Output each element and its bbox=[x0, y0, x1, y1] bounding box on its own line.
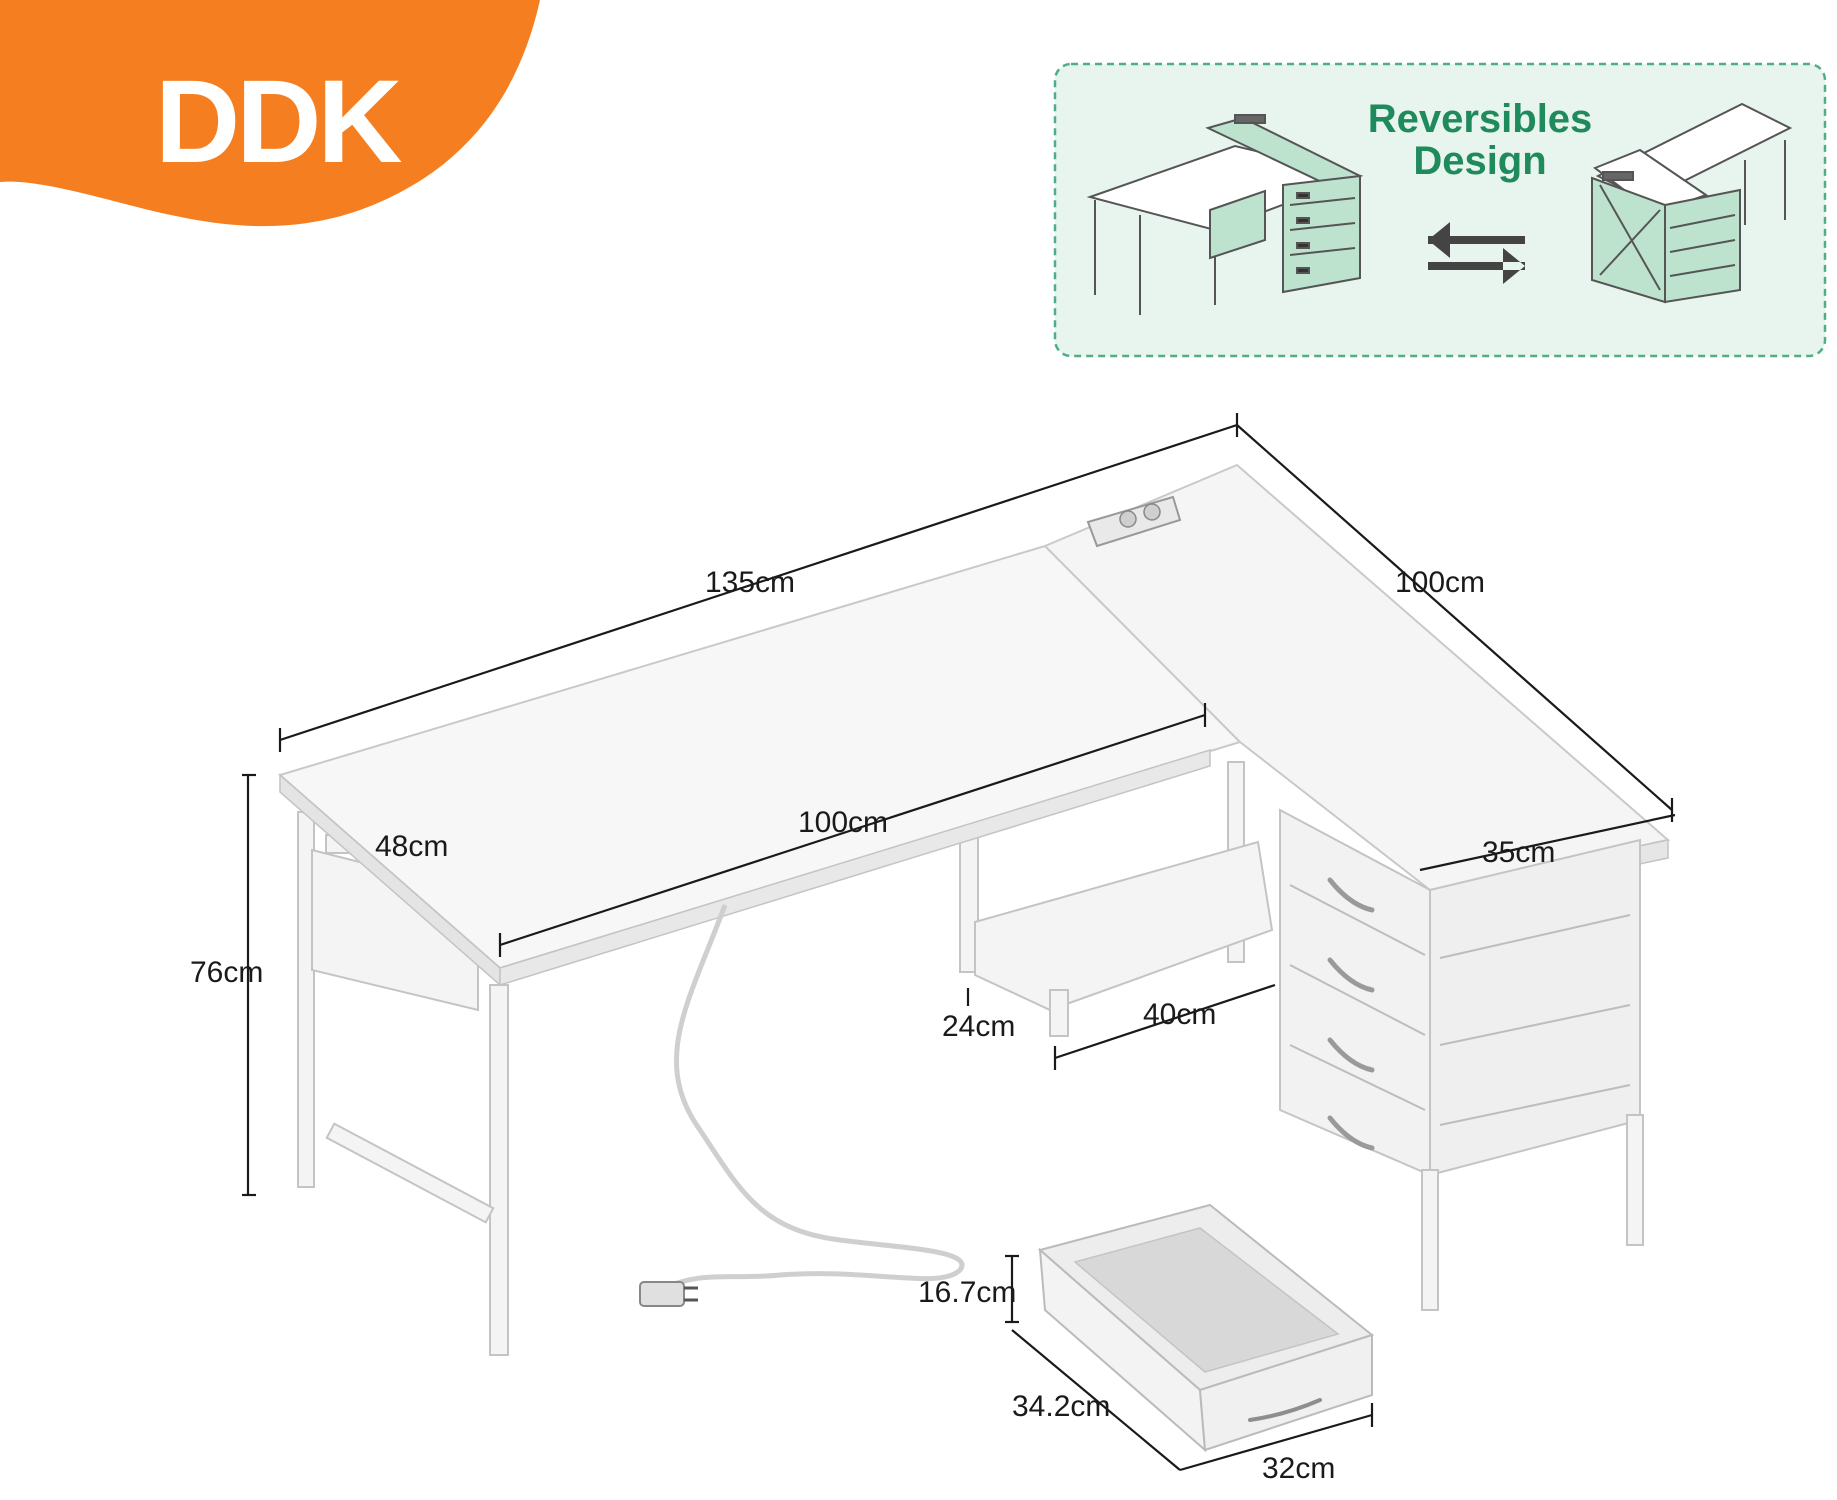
drawer-handle-2 bbox=[1327, 957, 1375, 993]
reversible-title-line1: Reversibles bbox=[1368, 97, 1593, 141]
cabinet-leg-left bbox=[1421, 1169, 1439, 1311]
leg-bottom-bar bbox=[325, 1122, 495, 1224]
brand-badge: DDK bbox=[0, 0, 540, 227]
brand-logo: DDK bbox=[155, 56, 402, 188]
mini-desk-right-illustration bbox=[1591, 102, 1793, 304]
drawer-line-1 bbox=[1289, 884, 1426, 956]
removable-fabric-drawer bbox=[1037, 1203, 1375, 1453]
desktop-edge-inner bbox=[499, 748, 1211, 987]
dim-depth-main: 48cm bbox=[375, 830, 448, 863]
cabinet-fabric-line-1 bbox=[1439, 914, 1631, 959]
dim-height: 76cm bbox=[190, 956, 263, 989]
power-outlet-strip bbox=[1086, 495, 1182, 548]
dim-drawer-length: 34.2cm bbox=[1012, 1390, 1110, 1423]
drawer-handle-1 bbox=[1327, 877, 1375, 913]
dim-length-side: 100cm bbox=[1395, 566, 1485, 599]
mini-desk-left-illustration bbox=[1086, 114, 1364, 315]
reversible-panel: Reversibles Design bbox=[1053, 62, 1827, 358]
dim-depth-side: 35cm bbox=[1482, 836, 1555, 869]
dim-drawer-height: 16.7cm bbox=[918, 1276, 1016, 1309]
dim-shelf-width: 40cm bbox=[1143, 998, 1216, 1031]
cabinet-fabric-line-3 bbox=[1439, 1084, 1631, 1126]
brand-blob bbox=[0, 0, 540, 227]
dim-drawer-width: 32cm bbox=[1262, 1452, 1335, 1485]
shelf-leg bbox=[1049, 989, 1069, 1037]
power-plug-icon bbox=[639, 1281, 698, 1307]
printer-shelf bbox=[974, 840, 1274, 1012]
dim-inner-length: 100cm bbox=[798, 806, 888, 839]
drawer-line-3 bbox=[1289, 1044, 1426, 1111]
drawer-handle-3 bbox=[1327, 1037, 1375, 1073]
drawer-cabinet-side bbox=[1429, 838, 1641, 1177]
cabinet-fabric-line-2 bbox=[1439, 1004, 1631, 1046]
reversible-title-line2: Design bbox=[1413, 139, 1546, 183]
swap-arrows-icon bbox=[1428, 222, 1525, 284]
leg-front-right bbox=[489, 984, 509, 1356]
drawer-line-2 bbox=[1289, 964, 1426, 1036]
l-shaped-desk-illustration bbox=[277, 463, 1671, 1453]
dimension-lines bbox=[242, 413, 1676, 1472]
dim-length-main: 135cm bbox=[705, 566, 795, 599]
drawer-handle-4 bbox=[1327, 1115, 1375, 1151]
power-cord bbox=[658, 904, 965, 1293]
cabinet-leg-right bbox=[1626, 1114, 1644, 1246]
dim-shelf-depth: 24cm bbox=[942, 1010, 1015, 1043]
